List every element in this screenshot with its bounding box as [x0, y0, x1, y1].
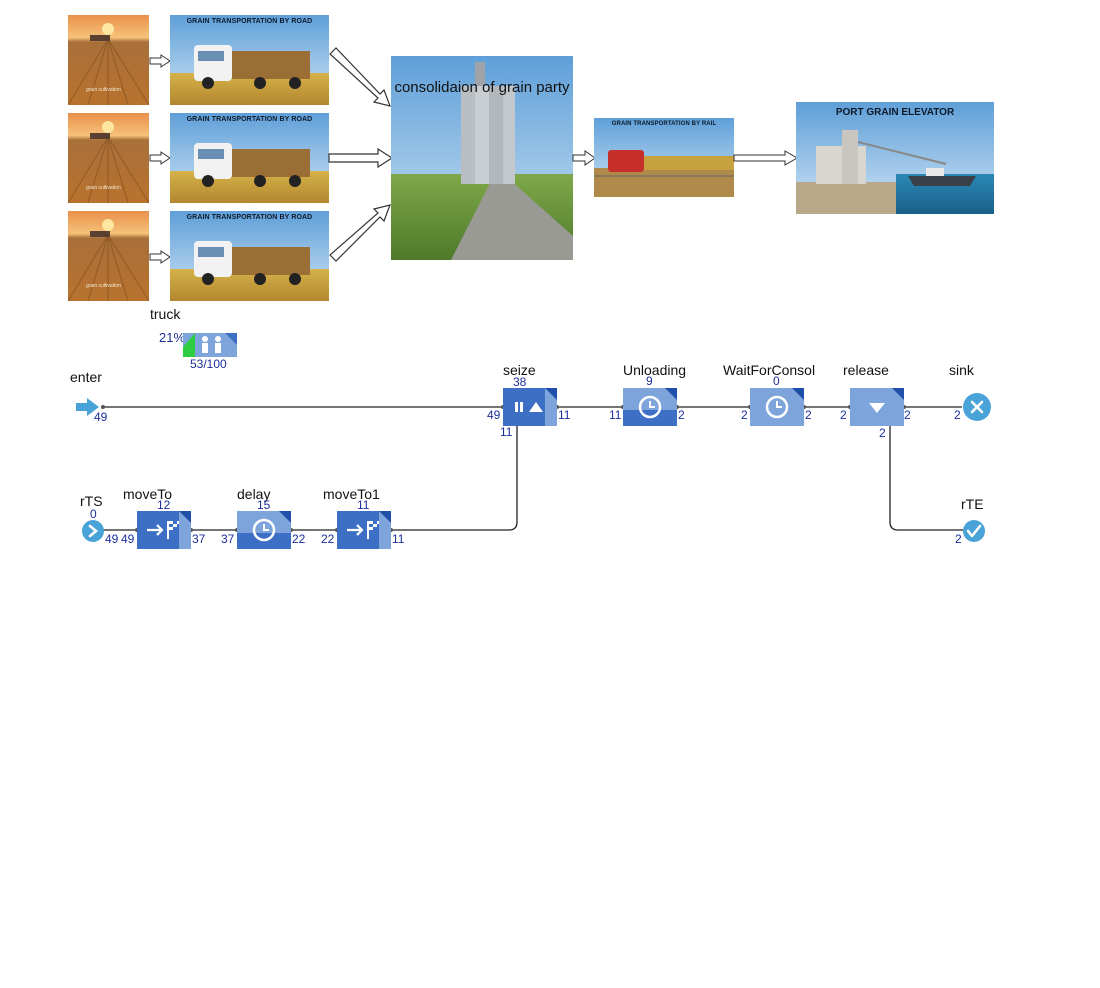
- field-image-2: grain cultivation: [68, 113, 149, 203]
- arrow-icon: [149, 54, 171, 68]
- consolidation-elevator-image: consolidaion of grain party: [391, 56, 573, 260]
- moveto-queue-count: 12: [157, 498, 171, 512]
- clock-icon: [750, 388, 804, 426]
- road-truck-image-2: GRAIN TRANSPORTATION BY ROAD: [170, 113, 329, 203]
- unloading-block[interactable]: [623, 388, 677, 426]
- resource-pool-block[interactable]: [183, 333, 237, 357]
- seize-queue-count: 38: [513, 375, 527, 389]
- arrow-icon: [149, 250, 171, 264]
- delay-block[interactable]: [237, 511, 291, 549]
- arrow-icon: [149, 151, 171, 165]
- arrow-icon: [572, 150, 596, 166]
- big-arrow-icon: [328, 148, 394, 168]
- image-title: GRAIN TRANSPORTATION BY ROAD: [186, 116, 313, 123]
- rts-label: rTS: [80, 493, 103, 509]
- release-in-count: 2: [840, 408, 847, 422]
- seize-bottom-count: 11: [500, 425, 513, 439]
- release-label: release: [843, 362, 889, 378]
- sink-label: sink: [949, 362, 974, 378]
- delay-out-count: 22: [292, 532, 306, 546]
- moveto1-out-count: 11: [392, 532, 405, 546]
- rte-in-count: 2: [955, 532, 962, 546]
- release-out-count: 2: [904, 408, 911, 422]
- wait-in-count: 2: [741, 408, 748, 422]
- field-caption: grain cultivation: [86, 87, 121, 93]
- clock-icon: [237, 511, 291, 549]
- unloading-out-count: 2: [678, 408, 685, 422]
- seize-label: seize: [503, 362, 536, 378]
- release-block[interactable]: [850, 388, 904, 426]
- moveto-block[interactable]: [137, 511, 191, 549]
- road-truck-image-3: GRAIN TRANSPORTATION BY ROAD: [170, 211, 329, 301]
- big-arrow-icon: [329, 204, 391, 262]
- enter-block[interactable]: [75, 397, 101, 417]
- moveto-in-count: 49: [121, 532, 135, 546]
- rts-out-count: 49: [105, 532, 119, 546]
- unloading-queue-count: 9: [646, 374, 653, 388]
- field-caption: grain cultivation: [86, 283, 121, 289]
- clock-icon: [623, 388, 677, 426]
- seize-in-count: 49: [487, 408, 501, 422]
- release-icon: [850, 388, 904, 426]
- moveto1-in-count: 22: [321, 532, 335, 546]
- rail-transport-image: GRAIN TRANSPORTATION BY RAIL: [594, 118, 734, 197]
- sink-block[interactable]: [962, 392, 992, 422]
- rts-block[interactable]: [81, 519, 105, 543]
- wait-out-count: 2: [805, 408, 812, 422]
- rts-count: 0: [90, 507, 97, 521]
- image-title: PORT GRAIN ELEVATOR: [835, 107, 955, 118]
- resource-pool-name: truck: [150, 306, 181, 322]
- rte-block[interactable]: [962, 519, 986, 543]
- consolidation-label: consolidaion of grain party: [394, 79, 570, 96]
- unloading-in-count: 11: [609, 408, 622, 422]
- moveto1-label: moveTo1: [323, 486, 380, 502]
- moveto-out-count: 37: [192, 532, 206, 546]
- unloading-label: Unloading: [623, 362, 687, 378]
- seize-icon: [503, 388, 557, 426]
- road-truck-image-1: GRAIN TRANSPORTATION BY ROAD: [170, 15, 329, 105]
- image-title: GRAIN TRANSPORTATION BY RAIL: [611, 121, 717, 127]
- image-title: GRAIN TRANSPORTATION BY ROAD: [186, 18, 313, 25]
- big-arrow-icon: [329, 47, 391, 107]
- delay-queue-count: 15: [257, 498, 271, 512]
- wait-block[interactable]: [750, 388, 804, 426]
- resource-utilization: 21%: [159, 330, 186, 345]
- wait-queue-count: 0: [773, 374, 780, 388]
- wait-label: WaitForConsol: [723, 362, 816, 378]
- delay-in-count: 37: [221, 532, 235, 546]
- move-flag-icon: [137, 511, 191, 549]
- release-bottom-count: 2: [879, 426, 886, 440]
- port-elevator-image: PORT GRAIN ELEVATOR: [796, 102, 994, 214]
- field-image-3: grain cultivation: [68, 211, 149, 301]
- moveto-label: moveTo: [123, 486, 173, 502]
- enter-out-count: 49: [94, 410, 108, 424]
- delay-label: delay: [237, 486, 271, 502]
- rte-label: rTE: [961, 496, 984, 512]
- resource-usage: 53/100: [190, 357, 227, 371]
- seize-block[interactable]: [503, 388, 557, 426]
- move-flag-icon: [337, 511, 391, 549]
- arrow-icon: [733, 150, 798, 166]
- workers-icon: [183, 333, 237, 357]
- field-image-1: grain cultivation: [68, 15, 149, 105]
- moveto1-block[interactable]: [337, 511, 391, 549]
- image-title: GRAIN TRANSPORTATION BY ROAD: [186, 214, 313, 221]
- seize-out-count: 11: [558, 408, 571, 422]
- sink-in-count: 2: [954, 408, 961, 422]
- enter-label: enter: [70, 369, 102, 385]
- moveto1-queue-count: 11: [357, 498, 370, 512]
- field-caption: grain cultivation: [86, 185, 121, 191]
